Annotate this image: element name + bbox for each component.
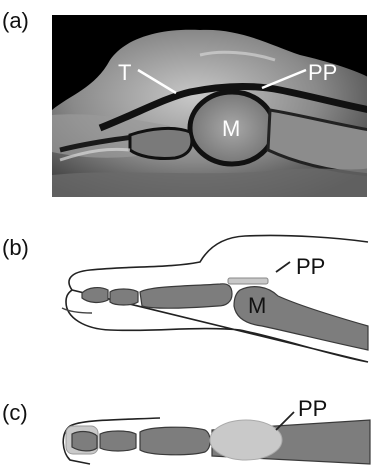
c-proximal-phalanx	[140, 427, 210, 455]
label-a-head: M	[222, 116, 240, 141]
label-b-plate: PP	[296, 254, 325, 279]
label-c-plate: PP	[298, 396, 327, 421]
b-proximal-phalanx	[140, 284, 232, 308]
plate-pointer-line-b	[276, 262, 290, 272]
label-b-head: M	[248, 293, 266, 318]
panel-b-schematic: PP M	[62, 235, 368, 362]
b-middle-phalanx	[110, 289, 138, 305]
panel-a-mri-image: T PP M	[52, 15, 370, 197]
label-a-tendon: T	[118, 60, 131, 85]
panel-c-schematic: PP	[63, 396, 370, 464]
b-volar-plate	[228, 278, 268, 284]
c-volar-plate	[210, 420, 282, 460]
b-distal-phalanx	[82, 288, 108, 303]
label-a-plate: PP	[308, 60, 337, 85]
c-middle-phalanx	[100, 431, 136, 451]
c-distal-phalanx	[72, 432, 97, 451]
